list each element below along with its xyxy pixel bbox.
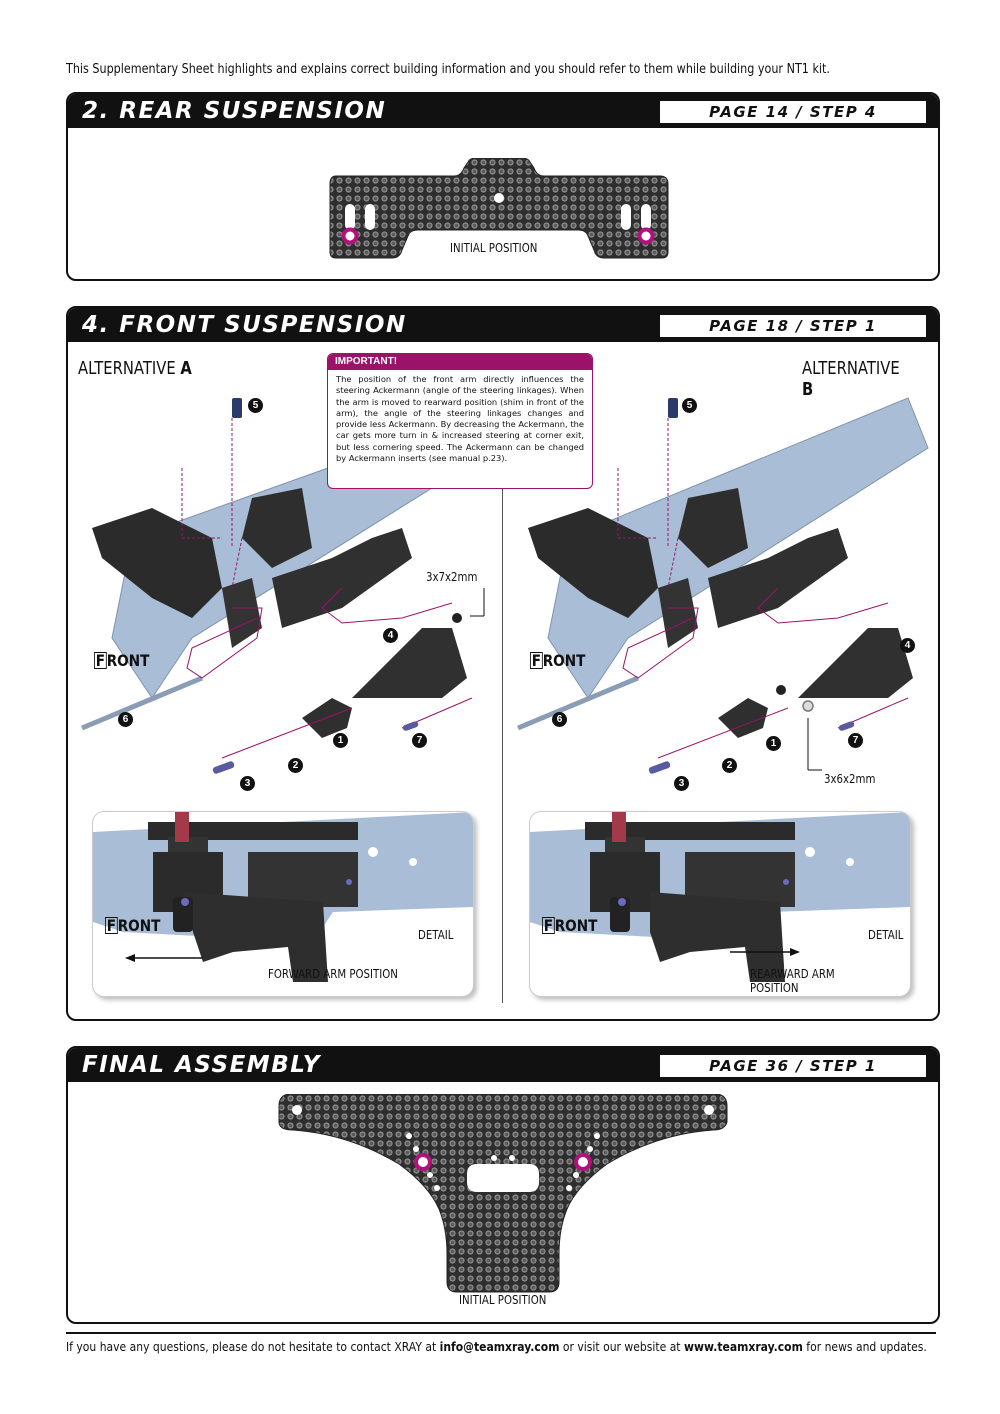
front-rest: RONT	[542, 651, 586, 670]
rear-carbon-plate	[329, 158, 669, 259]
part-number-5: 5	[682, 398, 697, 413]
rear-suspension-header: 2. REAR SUSPENSION PAGE 14 / STEP 4	[68, 94, 938, 128]
section-title: FINAL ASSEMBLY	[82, 1052, 321, 1078]
initial-position-label: INITIAL POSITION	[459, 1293, 547, 1307]
part-number-2: 2	[288, 758, 303, 773]
front-letter: F	[542, 916, 555, 935]
front-rest: RONT	[106, 651, 150, 670]
alternative-a-label: ALTERNATIVE A	[78, 358, 192, 379]
alternative-letter: B	[802, 379, 814, 400]
part-number-6: 6	[552, 712, 567, 727]
front-letter: F	[94, 651, 107, 670]
alternative-b-label: ALTERNATIVE B	[802, 358, 914, 400]
alternative-letter: A	[180, 358, 192, 379]
final-assembly-section: FINAL ASSEMBLY PAGE 36 / STEP 1 INITIAL …	[66, 1046, 940, 1324]
intro-text: This Supplementary Sheet highlights and …	[66, 62, 830, 77]
front-letter: F	[105, 916, 118, 935]
exploded-view-a	[81, 398, 485, 774]
footer-divider	[66, 1332, 936, 1334]
part-number-1: 1	[333, 733, 348, 748]
exploded-view-b	[517, 397, 929, 774]
front-suspension-section: 4. FRONT SUSPENSION PAGE 18 / STEP 1 ALT…	[66, 306, 940, 1021]
footer-post: for news and updates.	[806, 1340, 927, 1354]
footer-mid: or visit our website at	[562, 1340, 681, 1354]
final-assembly-header: FINAL ASSEMBLY PAGE 36 / STEP 1	[68, 1048, 938, 1082]
part-number-3: 3	[674, 776, 689, 791]
detail-label: DETAIL	[418, 928, 454, 942]
page-reference: PAGE 14 / STEP 4	[660, 101, 926, 123]
part-number-6: 6	[118, 712, 133, 727]
detail-illustration-b	[530, 812, 910, 982]
front-rest: RONT	[117, 916, 161, 935]
part-number-4: 4	[383, 628, 398, 643]
section-title: 2. REAR SUSPENSION	[82, 98, 387, 124]
shim-size-a: 3x7x2mm	[426, 570, 478, 584]
detail-illustration-a	[93, 812, 473, 982]
front-suspension-header: 4. FRONT SUSPENSION PAGE 18 / STEP 1	[68, 308, 938, 342]
footer-text: If you have any questions, please do not…	[66, 1340, 927, 1354]
important-title: IMPORTANT!	[328, 354, 592, 370]
initial-position-label: INITIAL POSITION	[450, 241, 538, 255]
part-number-7: 7	[848, 733, 863, 748]
detail-label: DETAIL	[868, 928, 904, 942]
contact-email-link[interactable]: info@teamxray.com	[439, 1340, 560, 1354]
rearward-arm-position-label: REARWARD ARM POSITION	[750, 967, 835, 995]
page-reference: PAGE 18 / STEP 1	[660, 315, 926, 337]
footer-pre: If you have any questions, please do not…	[66, 1340, 437, 1354]
part-number-7: 7	[412, 733, 427, 748]
part-number-5: 5	[248, 398, 263, 413]
front-rest: RONT	[554, 916, 598, 935]
alternative-word: ALTERNATIVE	[78, 358, 176, 379]
final-carbon-plate	[278, 1094, 728, 1293]
page-reference: PAGE 36 / STEP 1	[660, 1055, 926, 1077]
part-number-2: 2	[722, 758, 737, 773]
section-title: 4. FRONT SUSPENSION	[82, 312, 407, 338]
forward-arm-position-label: FORWARD ARM POSITION	[268, 967, 398, 981]
shim-size-b: 3x6x2mm	[824, 772, 876, 786]
part-number-3: 3	[240, 776, 255, 791]
vertical-divider	[502, 488, 503, 1003]
important-text: The position of the front arm directly i…	[336, 374, 584, 464]
website-link[interactable]: www.teamxray.com	[683, 1340, 803, 1354]
front-letter: F	[530, 651, 543, 670]
alternative-word: ALTERNATIVE	[802, 358, 900, 379]
rear-suspension-section: 2. REAR SUSPENSION PAGE 14 / STEP 4 INIT…	[66, 92, 940, 281]
part-number-4: 4	[900, 638, 915, 653]
important-note: IMPORTANT! The position of the front arm…	[327, 353, 593, 489]
part-number-1: 1	[766, 736, 781, 751]
